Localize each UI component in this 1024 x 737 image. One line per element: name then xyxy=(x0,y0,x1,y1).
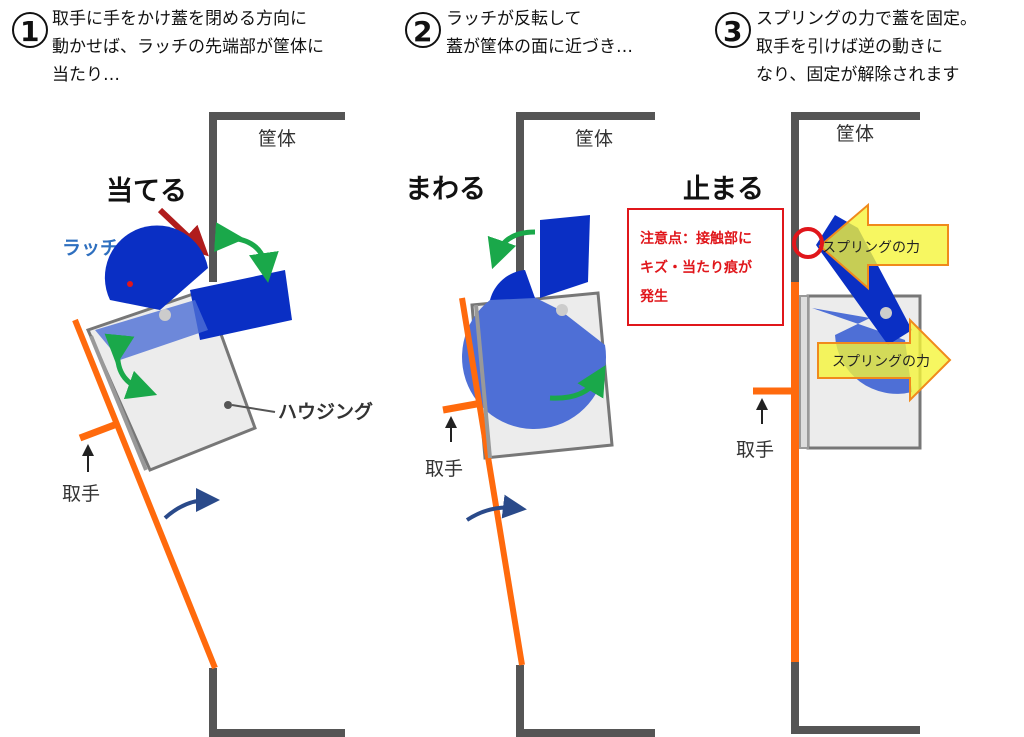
lid-edge xyxy=(89,335,148,471)
casing-wall-bottom xyxy=(791,662,920,734)
caption-line: スプリングの力で蓋を固定。 xyxy=(756,9,977,29)
handle-label: 取手 xyxy=(736,439,774,461)
motion-arrow xyxy=(163,488,220,520)
caution-note-line: キズ・当たり痕が xyxy=(640,259,753,276)
step-number-circle xyxy=(12,12,48,48)
latch-label: ラッチ xyxy=(62,237,119,259)
housing-leader xyxy=(231,404,276,413)
step-2: 2 ラッチが反転して 蓋が筐体の面に近づき… 筐体 まわる 取手 xyxy=(405,9,655,737)
latch xyxy=(462,290,607,429)
handle[interactable] xyxy=(78,420,119,442)
handle[interactable] xyxy=(442,399,483,414)
casing-wall-bottom xyxy=(209,668,345,737)
step-number: 2 xyxy=(413,15,432,48)
casing-wall-top xyxy=(791,112,920,282)
latch-pointer-dot xyxy=(127,281,133,287)
caption-line: ラッチが反転して xyxy=(446,9,582,29)
pivot xyxy=(556,304,568,316)
spring-label: スプリングの力 xyxy=(822,240,920,256)
caption-line: 蓋が筐体の面に近づき… xyxy=(446,37,633,57)
rotation-arrow xyxy=(214,222,279,283)
caution-note-box xyxy=(627,208,784,326)
latch-arm xyxy=(190,270,292,340)
lid-lever xyxy=(459,297,525,666)
casing-wall-bottom xyxy=(516,665,655,737)
step-number-circle xyxy=(715,12,751,48)
lid-edge xyxy=(799,295,809,449)
latch-arm xyxy=(540,215,590,298)
caution-note-line: 注意点：接触部に xyxy=(640,230,752,247)
action-label: 当てる xyxy=(106,176,187,207)
rotation-arrow xyxy=(487,229,536,270)
casing-wall-top xyxy=(516,112,655,282)
handle-label: 取手 xyxy=(425,458,463,480)
caption-line: なり、固定が解除されます xyxy=(756,65,959,85)
contact-point-marker xyxy=(792,227,824,259)
step-number: 1 xyxy=(20,15,39,48)
caption-line: 取手に手をかけ蓋を閉める方向に xyxy=(52,9,307,29)
pivot xyxy=(880,307,892,319)
action-label: まわる xyxy=(405,174,486,205)
spring-label: スプリングの力 xyxy=(832,354,930,370)
spring-force-arrow-right xyxy=(817,317,952,403)
lid-edge xyxy=(474,304,492,459)
caption-line: 当たり… xyxy=(52,65,120,85)
motion-arrow xyxy=(465,494,527,522)
rotation-arrow xyxy=(104,333,158,400)
step-3: 3 スプリングの力で蓋を固定。 取手を引けば逆の動きに なり、固定が解除されます… xyxy=(627,9,977,734)
step-number-circle xyxy=(405,12,441,48)
spring-force-arrow-left xyxy=(818,202,949,291)
pivot xyxy=(159,309,171,321)
latch-tip xyxy=(490,270,535,300)
caution-note-line: 発生 xyxy=(639,288,668,305)
casing-label: 筐体 xyxy=(836,123,874,145)
lid-lever xyxy=(72,318,218,670)
housing-label: ハウジング xyxy=(278,400,373,423)
handle-label: 取手 xyxy=(62,483,100,505)
casing-wall-top xyxy=(209,112,345,282)
step-1: 1 取手に手をかけ蓋を閉める方向に 動かせば、ラッチの先端部が筐体に 当たり… … xyxy=(12,9,373,737)
action-label: 止まる xyxy=(683,174,764,205)
rotation-arrow xyxy=(549,365,606,401)
latch xyxy=(104,225,208,310)
step-number: 3 xyxy=(723,15,742,48)
casing-label: 筐体 xyxy=(258,128,296,150)
housing-pointer-dot xyxy=(224,401,232,409)
casing-label: 筐体 xyxy=(575,128,613,150)
caption-line: 取手を引けば逆の動きに xyxy=(756,37,943,57)
caption-line: 動かせば、ラッチの先端部が筐体に xyxy=(52,37,324,57)
